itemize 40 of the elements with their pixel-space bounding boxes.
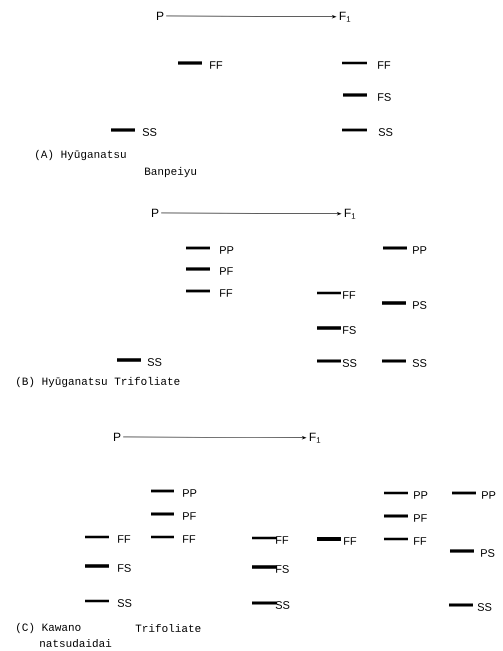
generation-label: F$_{1}$ (340, 12, 350, 22)
band-label: PF (220, 267, 233, 275)
band-label: FF (220, 289, 232, 297)
cross-caption: Trifoliate (136, 624, 200, 632)
band-label: FS (118, 564, 131, 572)
band-label: FF (118, 535, 130, 543)
band-label: SS (342, 359, 356, 367)
band-label: FF (343, 291, 356, 299)
generation-label: F$_{1}$ (310, 432, 320, 443)
band-label: SS (118, 599, 132, 607)
cross-caption: (B) Hyūganatsu Trifoliate (17, 376, 180, 388)
band-label: SS (412, 359, 426, 367)
band-label: PF (414, 514, 427, 522)
band-label: PS (413, 301, 426, 309)
cross-caption: (C) Kawano (17, 622, 80, 634)
band-label: PP (413, 246, 426, 254)
band-label: PS (481, 549, 494, 557)
band-label: SS (378, 128, 392, 136)
generation-label: P (114, 432, 120, 441)
band-label: PF (183, 512, 196, 520)
generation-label: P (156, 12, 164, 20)
band-label: SS (142, 128, 156, 136)
band-label: FS (378, 93, 391, 101)
band-label: PP (482, 491, 496, 499)
band-label: PP (220, 246, 234, 254)
band-label: FF (344, 537, 356, 545)
generation-label: P (152, 208, 158, 217)
band-label: FF (210, 61, 222, 69)
cross-caption: natsudaidai (40, 638, 112, 648)
band-label: FF (414, 537, 426, 545)
band-label: SS (478, 603, 492, 611)
band-label: FS (343, 326, 356, 334)
cross-caption: (A) Hyūganatsu (36, 150, 126, 160)
band-label: PP (414, 491, 428, 499)
band-label: FF (378, 61, 390, 69)
generation-label: F$_{1}$ (344, 208, 356, 219)
band-label: FF (183, 535, 196, 543)
band-label: PP (183, 489, 196, 497)
cross-caption: Banpeiyu (145, 166, 196, 178)
band-label: SS (148, 358, 162, 366)
